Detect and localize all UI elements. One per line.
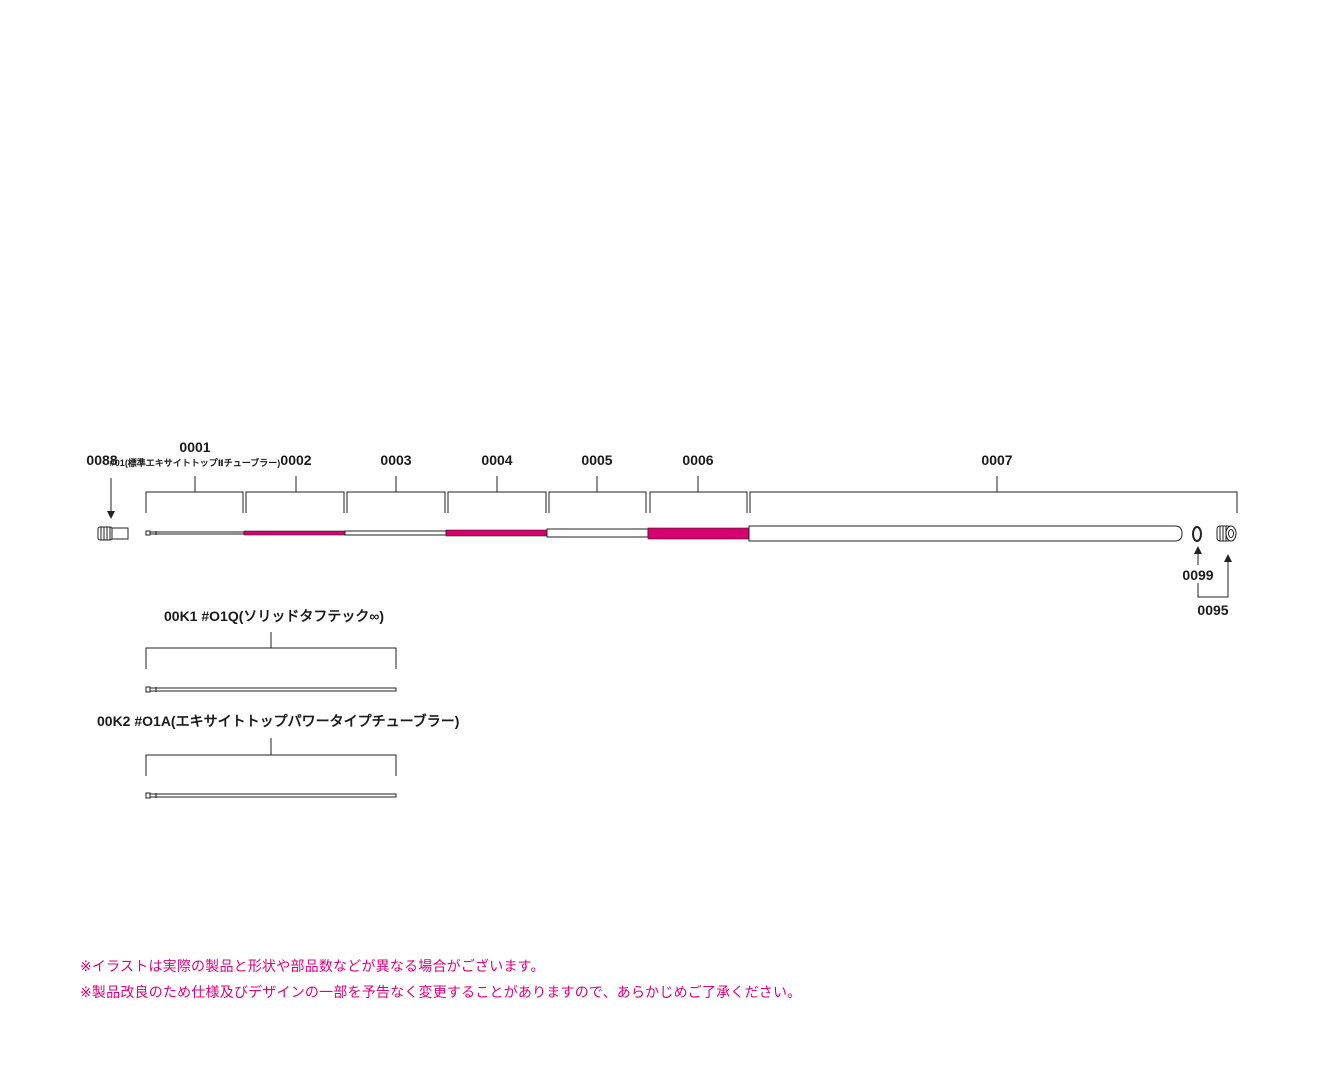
part-0002-section: [243, 530, 346, 536]
part-0099-ring: [1192, 526, 1202, 542]
label-0099: 0099: [1182, 567, 1213, 583]
arrow-0099-head: [1194, 546, 1202, 554]
bracket-0007: [749, 476, 1238, 513]
part-0003-section: [344, 530, 447, 536]
label-0095: 0095: [1197, 602, 1228, 618]
bracket-0001: [145, 476, 244, 513]
label-0003: 0003: [380, 452, 411, 468]
bracket-0005: [548, 476, 647, 513]
part-0006-section: [647, 527, 750, 540]
bracket-00K2: [145, 738, 397, 776]
part-00K2-tip: [145, 792, 397, 799]
label-0001-desc: #01(標準エキサイトトップⅡチューブラー): [110, 457, 280, 468]
label-0005: 0005: [581, 452, 612, 468]
arrow-0095-head: [1224, 554, 1232, 562]
bracket-0006: [649, 476, 748, 513]
bracket-00K1: [145, 632, 397, 669]
bracket-0004: [447, 476, 547, 513]
label-0007: 0007: [981, 452, 1012, 468]
arrows-0099-0095: [1197, 552, 1229, 598]
part-0004-section: [445, 529, 548, 537]
section-brackets: [145, 476, 1238, 513]
part-0007-butt: [748, 525, 1183, 542]
arrow-0088-head: [107, 511, 115, 519]
label-0006: 0006: [682, 452, 713, 468]
disclaimer-spec-change: ※製品改良のため仕様及びデザインの一部を予告なく変更することがありますので、あら…: [80, 985, 802, 1001]
label-0001: 0001: [179, 439, 210, 455]
part-0005-section: [546, 528, 649, 538]
disclaimer-illustration: ※イラストは実際の製品と形状や部品数などが異なる場合がございます。: [80, 959, 545, 975]
part-0001-tip: [145, 530, 245, 536]
label-0004: 0004: [481, 452, 512, 468]
label-0002: 0002: [280, 452, 311, 468]
bracket-0003: [346, 476, 446, 513]
part-00K1-tip: [145, 686, 397, 693]
label-00K2: 00K2 #O1A(エキサイトトップパワータイプチューブラー): [97, 713, 459, 729]
bracket-0002: [245, 476, 345, 513]
part-0095-buttcap: [1216, 525, 1237, 542]
label-0088: 0088: [86, 452, 117, 468]
label-00K1: 00K1 #O1Q(ソリッドタフテック∞): [164, 608, 384, 624]
part-0088-cap: [97, 526, 129, 541]
